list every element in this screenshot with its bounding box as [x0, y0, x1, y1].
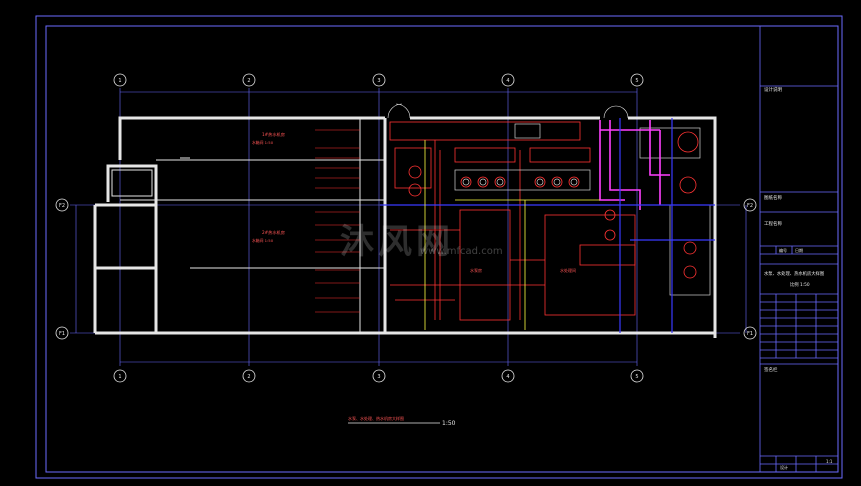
- caption-scale: 1:50: [442, 420, 456, 427]
- watermark-logo: 沐风网: [340, 222, 454, 262]
- pipes-yellow: [424, 140, 600, 330]
- svg-text:5: 5: [635, 374, 638, 380]
- svg-text:5: 5: [635, 78, 638, 84]
- title-block-scale: 比例 1:50: [790, 281, 810, 288]
- title-block-top-label: 设计说明: [764, 86, 782, 93]
- svg-text:4: 4: [506, 78, 509, 84]
- title-block-sign-label: 签名栏: [764, 366, 778, 373]
- door-swings: [387, 103, 629, 119]
- room-upper-label: 1#热水机房: [262, 131, 285, 138]
- dimension-lines: [75, 91, 747, 363]
- title-block-footer-right: 1:1: [826, 459, 833, 464]
- annotation-leaders: [315, 129, 360, 313]
- title-block-drawing-title: 水泵、水处理、热水机房大样图: [764, 270, 824, 277]
- equipment-red: [389, 121, 699, 321]
- axis-left-f2: F2: [59, 203, 65, 209]
- title-block-code-label: 编号: [779, 247, 787, 253]
- walls: [93, 116, 717, 338]
- title-block-footer-left: 设计: [780, 464, 788, 470]
- room-pump-label: 水泵房: [470, 267, 482, 273]
- room-lower-label: 2#热水机房: [262, 229, 285, 236]
- title-block-project-label: 工程名称: [764, 220, 782, 227]
- title-block-design-label: 图纸名称: [764, 194, 782, 201]
- room-treat-label: 水处理间: [560, 267, 576, 273]
- equipment-white: [454, 123, 711, 296]
- axis-left-f1: F1: [59, 331, 65, 337]
- grid-bubbles: [55, 73, 757, 383]
- svg-text:2: 2: [247, 78, 250, 84]
- title-block: [759, 26, 838, 472]
- room-upper-sub: 水箱间 1:50: [252, 140, 274, 145]
- inner-border: [45, 25, 839, 473]
- svg-text:3: 3: [377, 374, 380, 380]
- svg-text:3: 3: [377, 78, 380, 84]
- axis-right-f1: F1: [747, 331, 753, 337]
- axis-right-f2: F2: [747, 203, 753, 209]
- pipes-blue: [380, 118, 715, 333]
- outer-border: [35, 15, 843, 479]
- svg-text:1: 1: [118, 78, 121, 84]
- pipes-magenta: [599, 120, 670, 210]
- room-lower-sub: 水箱间 1:50: [252, 238, 274, 243]
- caption-title: 水泵、水处理、热水机房大样图: [348, 415, 404, 421]
- svg-text:2: 2: [247, 374, 250, 380]
- title-block-date-label: 日期: [795, 247, 803, 253]
- svg-text:1: 1: [118, 374, 121, 380]
- partitions: [111, 118, 385, 333]
- grid-bubble-labels: 1 2 3 4 5 1 2 3 4 5: [118, 78, 638, 380]
- svg-text:4: 4: [506, 374, 509, 380]
- watermark-url: www.mfcad.com: [420, 246, 503, 257]
